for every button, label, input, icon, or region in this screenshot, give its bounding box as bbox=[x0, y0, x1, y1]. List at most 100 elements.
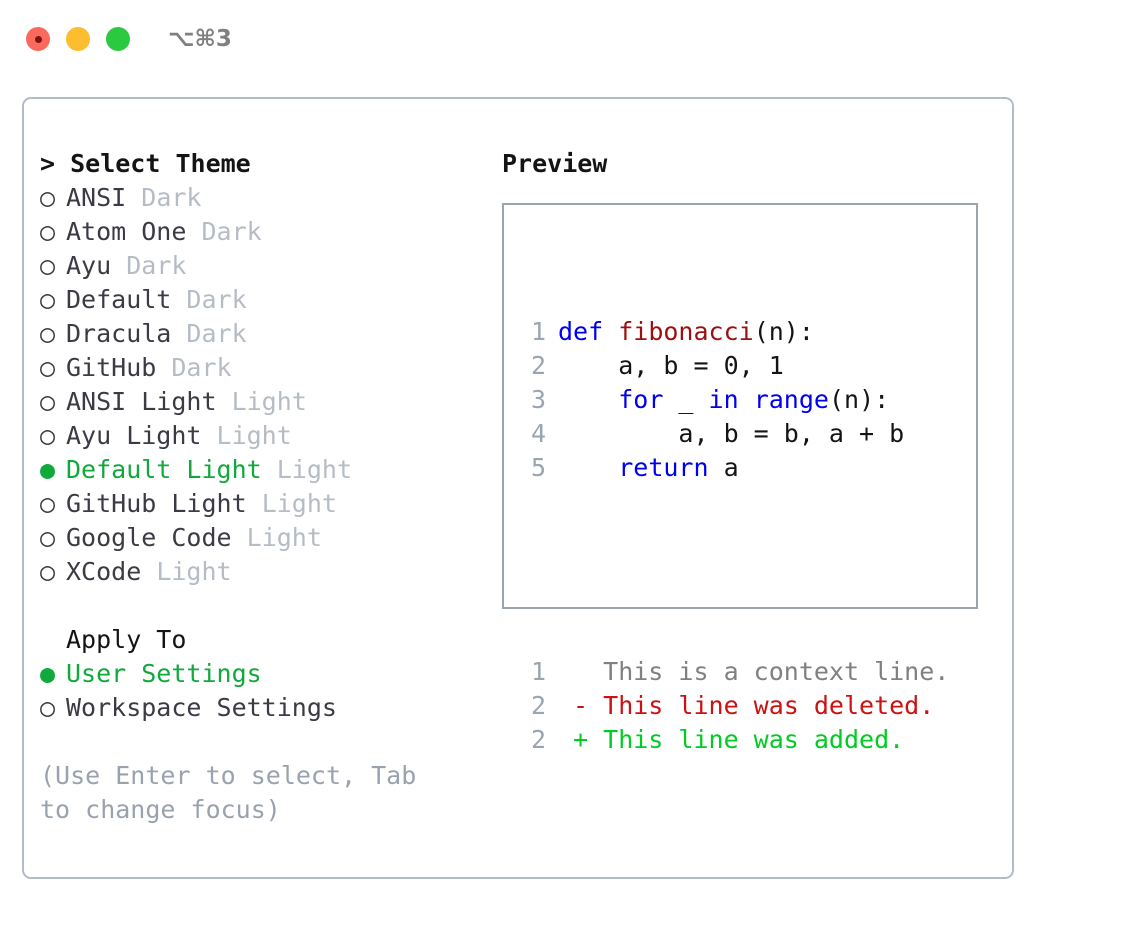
theme-option-label: Ayu bbox=[66, 251, 112, 280]
list-spacer bbox=[40, 589, 480, 623]
apply-to-option-row[interactable]: ○Workspace Settings bbox=[40, 691, 480, 725]
line-number: 5 bbox=[530, 453, 546, 482]
theme-option-row[interactable]: ○ ANSI Dark bbox=[40, 181, 480, 215]
theme-option-tag: Dark bbox=[171, 353, 232, 382]
diff-line-number: 2 bbox=[530, 725, 546, 754]
radio-unselected-icon: ○ bbox=[40, 693, 56, 722]
diff-line-text: + This line was added. bbox=[558, 725, 905, 754]
theme-option-label: Default Light bbox=[66, 455, 262, 484]
radio-selected-icon: ● bbox=[40, 455, 56, 484]
theme-option-label: GitHub bbox=[66, 353, 157, 382]
theme-option-label: GitHub Light bbox=[66, 489, 247, 518]
diff-line-number: 2 bbox=[530, 691, 546, 720]
apply-to-option-row[interactable]: ●User Settings bbox=[40, 657, 480, 691]
code-line: 1 def fibonacci(n): bbox=[520, 315, 949, 349]
theme-option-row[interactable]: ○ANSI Light Light bbox=[40, 385, 480, 419]
label-tag-space bbox=[232, 523, 247, 552]
close-inner-dot bbox=[34, 35, 42, 43]
keyboard-hint-text: (Use Enter to select, Tab to change focu… bbox=[40, 761, 432, 824]
code-token: a, b = b, a + b bbox=[558, 419, 905, 448]
code-token: in bbox=[708, 385, 739, 414]
radio-unselected-icon: ○ bbox=[40, 421, 56, 450]
theme-option-row[interactable]: ○Google Code Light bbox=[40, 521, 480, 555]
theme-option-row[interactable]: ○Atom One Dark bbox=[40, 215, 480, 249]
code-token: range bbox=[753, 385, 829, 414]
select-theme-header: > Select Theme bbox=[40, 149, 251, 178]
theme-picker-panel: > Select Theme ○ANSI Dark○Atom One Dark○… bbox=[22, 97, 1014, 879]
theme-list: ○ANSI Dark○Atom One Dark○Ayu Dark○Defaul… bbox=[40, 181, 480, 589]
theme-option-tag: Light bbox=[246, 523, 322, 552]
code-token: def bbox=[558, 317, 619, 346]
radio-unselected-icon: ○ bbox=[40, 183, 56, 212]
diff-line-text: This is a context line. bbox=[558, 657, 950, 686]
line-number: 2 bbox=[530, 351, 546, 380]
line-number: 3 bbox=[530, 385, 546, 414]
theme-option-label: Ayu Light bbox=[66, 421, 202, 450]
code-token bbox=[558, 385, 618, 414]
radio-unselected-icon: ○ bbox=[40, 319, 56, 348]
theme-option-row[interactable]: ●Default Light Light bbox=[40, 453, 480, 487]
label-tag-space bbox=[217, 387, 232, 416]
theme-option-row[interactable]: ○ GitHub Dark bbox=[40, 351, 480, 385]
theme-option-label: XCode bbox=[66, 557, 142, 586]
theme-option-tag: Dark bbox=[141, 183, 202, 212]
theme-option-row[interactable]: ○GitHub Light Light bbox=[40, 487, 480, 521]
theme-option-row[interactable]: ○ Default Dark bbox=[40, 283, 480, 317]
theme-option-row[interactable]: ○ Ayu Dark bbox=[40, 249, 480, 283]
theme-option-label: ANSI bbox=[66, 183, 127, 212]
theme-option-row[interactable]: ○ Dracula Dark bbox=[40, 317, 480, 351]
radio-unselected-icon: ○ bbox=[40, 251, 56, 280]
label-tag-space bbox=[171, 285, 186, 314]
theme-option-label: Default bbox=[66, 285, 172, 314]
diff-line-number: 1 bbox=[530, 657, 546, 686]
theme-list-column: > Select Theme ○ANSI Dark○Atom One Dark○… bbox=[40, 147, 480, 827]
theme-option-tag: Light bbox=[156, 557, 232, 586]
theme-option-label: Atom One bbox=[66, 217, 187, 246]
code-token: for bbox=[618, 385, 664, 414]
minimize-button-icon[interactable] bbox=[66, 27, 90, 51]
theme-option-row[interactable]: ○XCode Light bbox=[40, 555, 480, 589]
radio-unselected-icon: ○ bbox=[40, 285, 56, 314]
apply-to-header: Apply To bbox=[66, 625, 187, 654]
theme-option-tag: Light bbox=[216, 421, 292, 450]
theme-option-tag: Light bbox=[261, 489, 337, 518]
label-tag-space bbox=[126, 183, 141, 212]
theme-option-tag: Dark bbox=[201, 217, 262, 246]
radio-unselected-icon: ○ bbox=[40, 353, 56, 382]
label-tag-space bbox=[201, 421, 216, 450]
theme-option-tag: Dark bbox=[186, 285, 247, 314]
code-token: return bbox=[618, 453, 709, 482]
diff-line: 2 + This line was added. bbox=[520, 723, 949, 757]
theme-option-tag: Dark bbox=[186, 319, 247, 348]
label-tag-space bbox=[171, 319, 186, 348]
preview-title: Preview bbox=[502, 149, 608, 178]
zoom-button-icon[interactable] bbox=[106, 27, 130, 51]
close-button-icon[interactable] bbox=[26, 27, 50, 51]
theme-option-label: ANSI Light bbox=[66, 387, 217, 416]
code-token: a bbox=[708, 453, 739, 482]
code-line: 3 for _ in range(n): bbox=[520, 383, 949, 417]
label-tag-space bbox=[141, 557, 156, 586]
code-token bbox=[739, 385, 754, 414]
diff-sample: 1 This is a context line.2 - This line w… bbox=[520, 655, 949, 757]
line-number: 1 bbox=[530, 317, 546, 346]
theme-option-tag: Dark bbox=[126, 251, 187, 280]
code-token bbox=[558, 453, 618, 482]
code-token: fibonacci bbox=[618, 317, 754, 346]
label-tag-space bbox=[262, 455, 277, 484]
theme-option-tag: Light bbox=[231, 387, 307, 416]
diff-line-text: - This line was deleted. bbox=[558, 691, 935, 720]
code-token: (n): bbox=[753, 317, 814, 346]
label-tag-space bbox=[247, 489, 262, 518]
theme-option-label: Dracula bbox=[66, 319, 172, 348]
code-line: 4 a, b = b, a + b bbox=[520, 417, 949, 451]
theme-option-row[interactable]: ○ Ayu Light Light bbox=[40, 419, 480, 453]
line-number: 4 bbox=[530, 419, 546, 448]
diff-line: 1 This is a context line. bbox=[520, 655, 949, 689]
radio-selected-icon: ● bbox=[40, 659, 56, 688]
